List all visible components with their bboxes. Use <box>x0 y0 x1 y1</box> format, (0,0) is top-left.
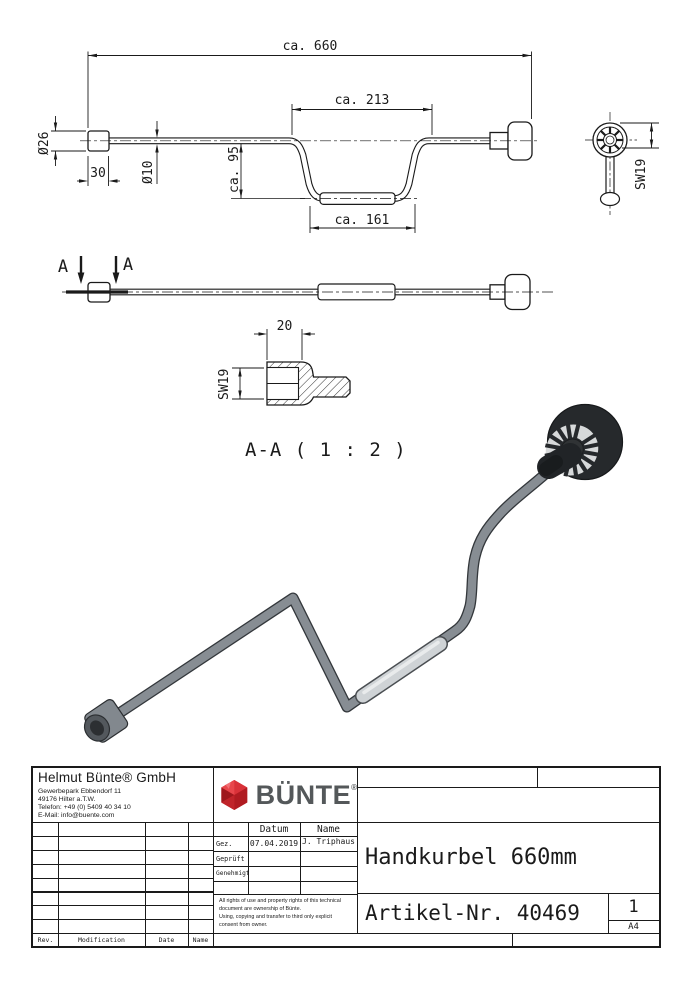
dim-wrench-side-text: SW19 <box>634 159 649 190</box>
company-phone: Telefon: +49 (0) 5409 40 34 10 <box>38 804 131 811</box>
wheel-socket-hole <box>605 135 615 145</box>
dim-knob-length-text: 30 <box>90 166 106 181</box>
logo-registered-mark: ® <box>351 782 357 792</box>
logo-wordmark: BÜNTE® <box>255 779 357 810</box>
paper-format: A4 <box>628 921 639 932</box>
approval-row-name: J. Triphaus <box>302 837 355 846</box>
grid-line <box>33 877 213 879</box>
article-number: Artikel-Nr. 40469 <box>365 901 580 925</box>
section-mark-left: A <box>58 257 68 277</box>
approval-row-name <box>300 851 357 866</box>
revision-col-name: Name <box>192 935 209 944</box>
grid-line <box>357 893 659 895</box>
approval-row-name <box>300 866 357 881</box>
iso-view <box>83 403 624 743</box>
drawing-title: Handkurbel 660mm <box>365 845 577 870</box>
dim-offset <box>239 143 243 199</box>
company-email: E-Mail: info@buente.com <box>38 812 115 819</box>
dim-overall-text: ca. 660 <box>283 39 338 54</box>
section-arrow-left <box>77 256 85 284</box>
section-mark-right: A <box>123 255 133 275</box>
approval-row-label: Gez. <box>216 839 233 848</box>
grid-line <box>33 905 213 907</box>
company-name: Helmut Bünte® GmbH <box>38 770 177 785</box>
dim-span-text: ca. 213 <box>335 93 390 108</box>
dim-span <box>291 104 433 135</box>
legal-notice: All rights of use and property rights of… <box>219 898 341 928</box>
revision-col-modification: Modification <box>78 935 125 944</box>
grid-line <box>58 822 60 946</box>
revision-col-date: Date <box>158 935 175 944</box>
iso-socket-hole <box>89 720 105 736</box>
dim-wrench-section <box>232 367 264 400</box>
grid-line <box>213 836 357 838</box>
iso-tube <box>107 464 556 723</box>
approval-row-date <box>248 851 300 866</box>
dim-knob-diameter-text: Ø26 <box>37 132 52 155</box>
grid-line <box>188 822 190 946</box>
section-arrow-right <box>112 256 120 284</box>
grid-line <box>213 768 215 946</box>
grid-line <box>33 919 213 921</box>
approval-row-label: Genehmigt <box>216 870 248 877</box>
grid-line <box>213 851 357 853</box>
company-address-line2: 49176 Hilter a.T.W. <box>38 796 96 803</box>
grid-line <box>512 933 514 946</box>
dim-grip-length <box>309 204 416 233</box>
approval-col-name: Name <box>317 823 340 835</box>
grid-line <box>33 891 213 893</box>
grid-line <box>33 863 213 865</box>
grid-line <box>608 920 659 922</box>
approval-row-date: 07.04.2019 <box>249 839 299 848</box>
title-block: Helmut Bünte® GmbH Gewerbepark Ebbendorf… <box>31 766 661 948</box>
grid-line <box>300 822 302 894</box>
approval-row-label: Geprüft <box>216 854 245 863</box>
front-view: ca. 660 ca. 213 Ø26 30 <box>37 39 537 233</box>
dim-knob-diameter <box>51 116 86 166</box>
grid-line <box>357 768 359 933</box>
drawing-canvas: ca. 660 ca. 213 Ø26 30 <box>37 39 659 743</box>
grid-line <box>537 768 539 787</box>
knob-end-side <box>599 191 621 207</box>
iso-knob-hub-tip <box>539 455 563 476</box>
dim-offset-text: ca. 95 <box>227 146 242 193</box>
approval-row-date <box>248 866 300 881</box>
logo-gem-icon <box>221 780 248 810</box>
dim-overall-length <box>87 51 532 128</box>
iso-grip-highlight <box>362 640 440 695</box>
dim-wrench-side <box>620 122 659 149</box>
wheel-spokes <box>597 127 623 153</box>
grid-line <box>33 849 213 851</box>
grid-line <box>33 822 659 824</box>
section-view: 20 SW19 A-A ( 1 : 2 ) <box>217 319 407 461</box>
iso-grip <box>356 637 447 703</box>
sheet-number: 1 <box>628 896 639 917</box>
dim-grip-length-text: ca. 161 <box>335 213 390 228</box>
grid-line <box>608 893 610 933</box>
grid-line <box>213 894 357 896</box>
grid-line <box>145 822 147 946</box>
grid-line <box>248 822 250 894</box>
approval-col-date: Datum <box>259 823 289 835</box>
logo: BÜNTE® <box>213 768 357 822</box>
side-view: SW19 <box>585 112 659 215</box>
dim-shaft-diameter-text: Ø10 <box>141 161 156 184</box>
dim-shaft-diameter <box>155 121 159 184</box>
grid-line <box>33 835 213 838</box>
section-label: A-A ( 1 : 2 ) <box>245 439 407 461</box>
top-view: A A <box>58 255 556 311</box>
company-address-line1: Gewerbepark Ebbendorf 11 <box>38 788 121 795</box>
grid-line <box>357 787 659 789</box>
grid-line <box>33 933 659 935</box>
dim-knob-length <box>77 156 120 186</box>
grid-line <box>213 881 357 883</box>
dim-section-depth-text: 20 <box>277 319 293 334</box>
revision-col-rev: Rev. <box>37 935 54 944</box>
logo-text: BÜNTE <box>255 779 352 810</box>
grid-line <box>213 866 357 868</box>
dim-section-depth <box>254 329 315 360</box>
dim-wrench-section-text: SW19 <box>217 369 232 400</box>
